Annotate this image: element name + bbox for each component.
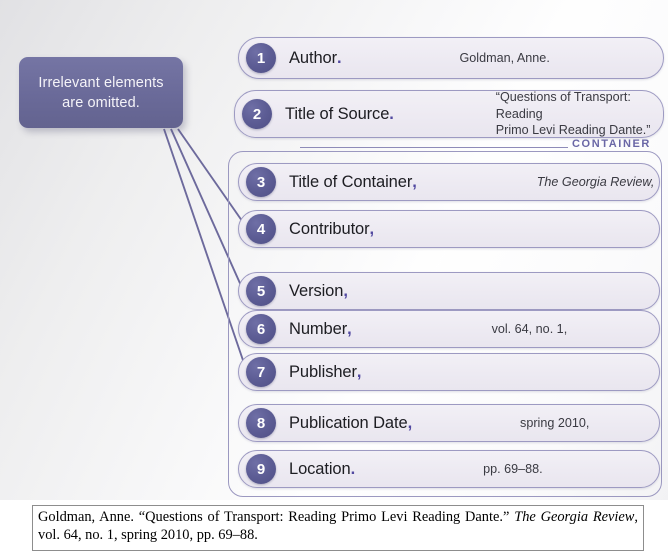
row-label-punctuation: , (412, 172, 417, 191)
row-label-text: Number (289, 319, 348, 338)
row-label: Title of Source. (285, 105, 394, 124)
citation-row-7: 7 Publisher, (238, 353, 660, 391)
citation-row-1: 1 Author. Goldman, Anne. (238, 37, 664, 79)
citation-part-1: Goldman, Anne. “Questions of Transport: … (38, 509, 515, 525)
row-label: Publisher, (289, 363, 361, 382)
full-citation-box: Goldman, Anne. “Questions of Transport: … (32, 505, 644, 551)
row-label-text: Publication Date (289, 413, 408, 432)
row-label: Title of Container, (289, 173, 417, 192)
connector-lines (163, 128, 248, 373)
container-label: CONTAINER (572, 138, 651, 150)
row-number-badge: 5 (246, 276, 276, 306)
row-value: pp. 69–88. (483, 461, 543, 476)
container-label-rule (300, 147, 568, 148)
callout-line-1: Irrelevant elements (38, 74, 164, 91)
row-label: Location. (289, 460, 355, 479)
row-label: Number, (289, 320, 352, 339)
row-label-punctuation: , (369, 219, 375, 238)
row-label-punctuation: , (347, 319, 352, 338)
row-value: The Georgia Review, (536, 174, 655, 189)
row-label-text: Title of Container (289, 172, 413, 191)
row-number-badge: 3 (246, 167, 276, 197)
row-label-text: Author (289, 48, 338, 67)
row-number-badge: 7 (246, 357, 276, 387)
row-number-badge: 2 (242, 99, 272, 129)
row-label-punctuation: , (343, 281, 348, 300)
callout-line-2: are omitted. (62, 94, 140, 111)
row-label-punctuation: . (337, 48, 342, 67)
container-group-outline (228, 151, 662, 497)
row-label-text: Publisher (289, 362, 357, 381)
row-number-badge: 4 (246, 214, 276, 244)
row-label-text: Version (289, 281, 344, 300)
row-label-punctuation: . (389, 104, 394, 123)
citation-row-3: 3 Title of Container, The Georgia Review, (238, 163, 660, 201)
row-number-badge: 9 (246, 454, 276, 484)
row-number-badge: 6 (246, 314, 276, 344)
citation-italic-title: The Georgia Review (514, 509, 635, 525)
citation-row-4: 4 Contributor, (238, 210, 660, 248)
row-label: Author. (289, 49, 342, 68)
row-number-badge: 1 (246, 43, 276, 73)
callout-text: Irrelevant elements are omitted. (38, 73, 163, 113)
citation-row-6: 6 Number, vol. 64, no. 1, (238, 310, 660, 348)
row-label-punctuation: , (356, 362, 362, 381)
row-value: Goldman, Anne. (459, 50, 550, 65)
row-label: Publication Date, (289, 414, 412, 433)
row-label: Version, (289, 282, 348, 301)
row-label-punctuation: . (350, 459, 356, 478)
row-label: Contributor, (289, 220, 374, 239)
row-label-punctuation: , (407, 413, 413, 432)
row-label-text: Contributor (289, 219, 370, 238)
row-value: “Questions of Transport: Reading Primo L… (495, 89, 651, 138)
row-number-badge: 8 (246, 408, 276, 438)
citation-row-9: 9 Location. pp. 69–88. (238, 450, 660, 488)
citation-row-8: 8 Publication Date, spring 2010, (238, 404, 660, 442)
callout-irrelevant-elements: Irrelevant elements are omitted. (19, 57, 183, 128)
citation-row-2: 2 Title of Source. “Questions of Transport… (234, 90, 664, 138)
row-label-text: Title of Source (285, 104, 390, 123)
citation-part-2: , vol. 64, no. 1, spring 2010, pp. 69–88… (38, 509, 638, 543)
row-label-text: Location (289, 459, 351, 478)
row-value: spring 2010, (520, 415, 590, 430)
row-value: vol. 64, no. 1, (491, 321, 568, 336)
citation-row-5: 5 Version, (238, 272, 660, 310)
